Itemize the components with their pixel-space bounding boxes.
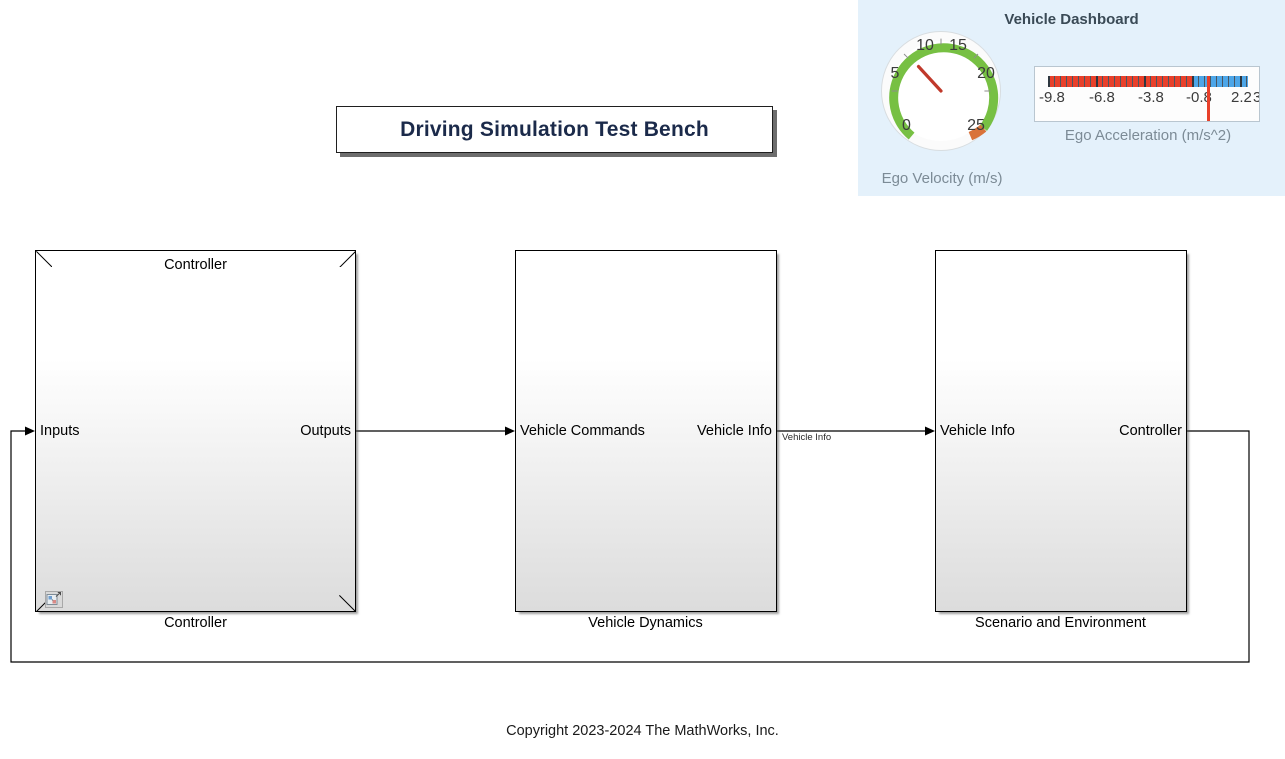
ego-velocity-gauge-caption: Ego Velocity (m/s) [881, 170, 1003, 187]
acceleration-tick-label: 2.2 [1231, 89, 1252, 106]
acceleration-tick-labels: -9.8 -6.8 -3.8 -0.8 2.2 3 [1035, 89, 1259, 109]
acceleration-tick-label: 3 [1253, 89, 1259, 106]
subsystem-reference-badge-icon [45, 591, 63, 608]
acceleration-tick-label: -0.8 [1186, 89, 1212, 106]
vehicle-dynamics-input-port-label: Vehicle Commands [520, 423, 645, 439]
subsystem-block-vehicle-dynamics[interactable]: Vehicle Commands Vehicle Info [515, 250, 777, 612]
acceleration-tick-marks [1048, 76, 1248, 87]
ego-velocity-gauge[interactable]: 0 5 10 15 20 25 [880, 30, 1002, 152]
svg-text:5: 5 [891, 65, 900, 82]
acceleration-tick-label: -9.8 [1039, 89, 1065, 106]
controller-output-port-label: Outputs [300, 423, 351, 439]
svg-text:0: 0 [902, 117, 911, 134]
svg-text:25: 25 [967, 117, 985, 134]
scenario-block-name: Scenario and Environment [975, 615, 1146, 631]
acceleration-tick-label: -3.8 [1138, 89, 1164, 106]
acceleration-negative-band [1048, 76, 1194, 87]
vehicle-dashboard-panel: Vehicle Dashboard 0 5 10 15 [858, 0, 1285, 196]
ego-acceleration-gauge-caption: Ego Acceleration (m/s^2) [1064, 127, 1232, 144]
svg-text:15: 15 [949, 37, 967, 54]
subsystem-block-controller[interactable]: Controller Inputs Outputs [35, 250, 356, 612]
variant-corner-mark-icon [339, 595, 355, 611]
svg-text:10: 10 [916, 37, 934, 54]
acceleration-tick-label: -6.8 [1089, 89, 1115, 106]
controller-block-top-label: Controller [164, 257, 227, 273]
controller-block-name: Controller [164, 615, 227, 631]
page-title: Driving Simulation Test Bench [400, 117, 709, 141]
dashboard-title: Vehicle Dashboard [1004, 11, 1139, 28]
ego-acceleration-gauge[interactable]: -9.8 -6.8 -3.8 -0.8 2.2 3 [1034, 66, 1260, 122]
scenario-input-port-label: Vehicle Info [940, 423, 1015, 439]
vehicle-dynamics-block-name: Vehicle Dynamics [588, 615, 703, 631]
acceleration-bar [1048, 76, 1248, 87]
test-bench-title-block[interactable]: Driving Simulation Test Bench [336, 106, 773, 153]
gauge-svg: 0 5 10 15 20 25 [881, 31, 1001, 151]
signal-label-vehicle-info: Vehicle Info [782, 432, 832, 443]
acceleration-positive-band [1194, 76, 1248, 87]
vehicle-dynamics-output-port-label: Vehicle Info [697, 423, 772, 439]
controller-input-port-label: Inputs [40, 423, 80, 439]
svg-text:20: 20 [977, 65, 995, 82]
subsystem-block-scenario-and-environment[interactable]: Vehicle Info Controller [935, 250, 1187, 612]
copyright-notice: Copyright 2023-2024 The MathWorks, Inc. [506, 723, 779, 739]
acceleration-needle [1207, 76, 1210, 121]
scenario-output-port-label: Controller [1119, 423, 1182, 439]
